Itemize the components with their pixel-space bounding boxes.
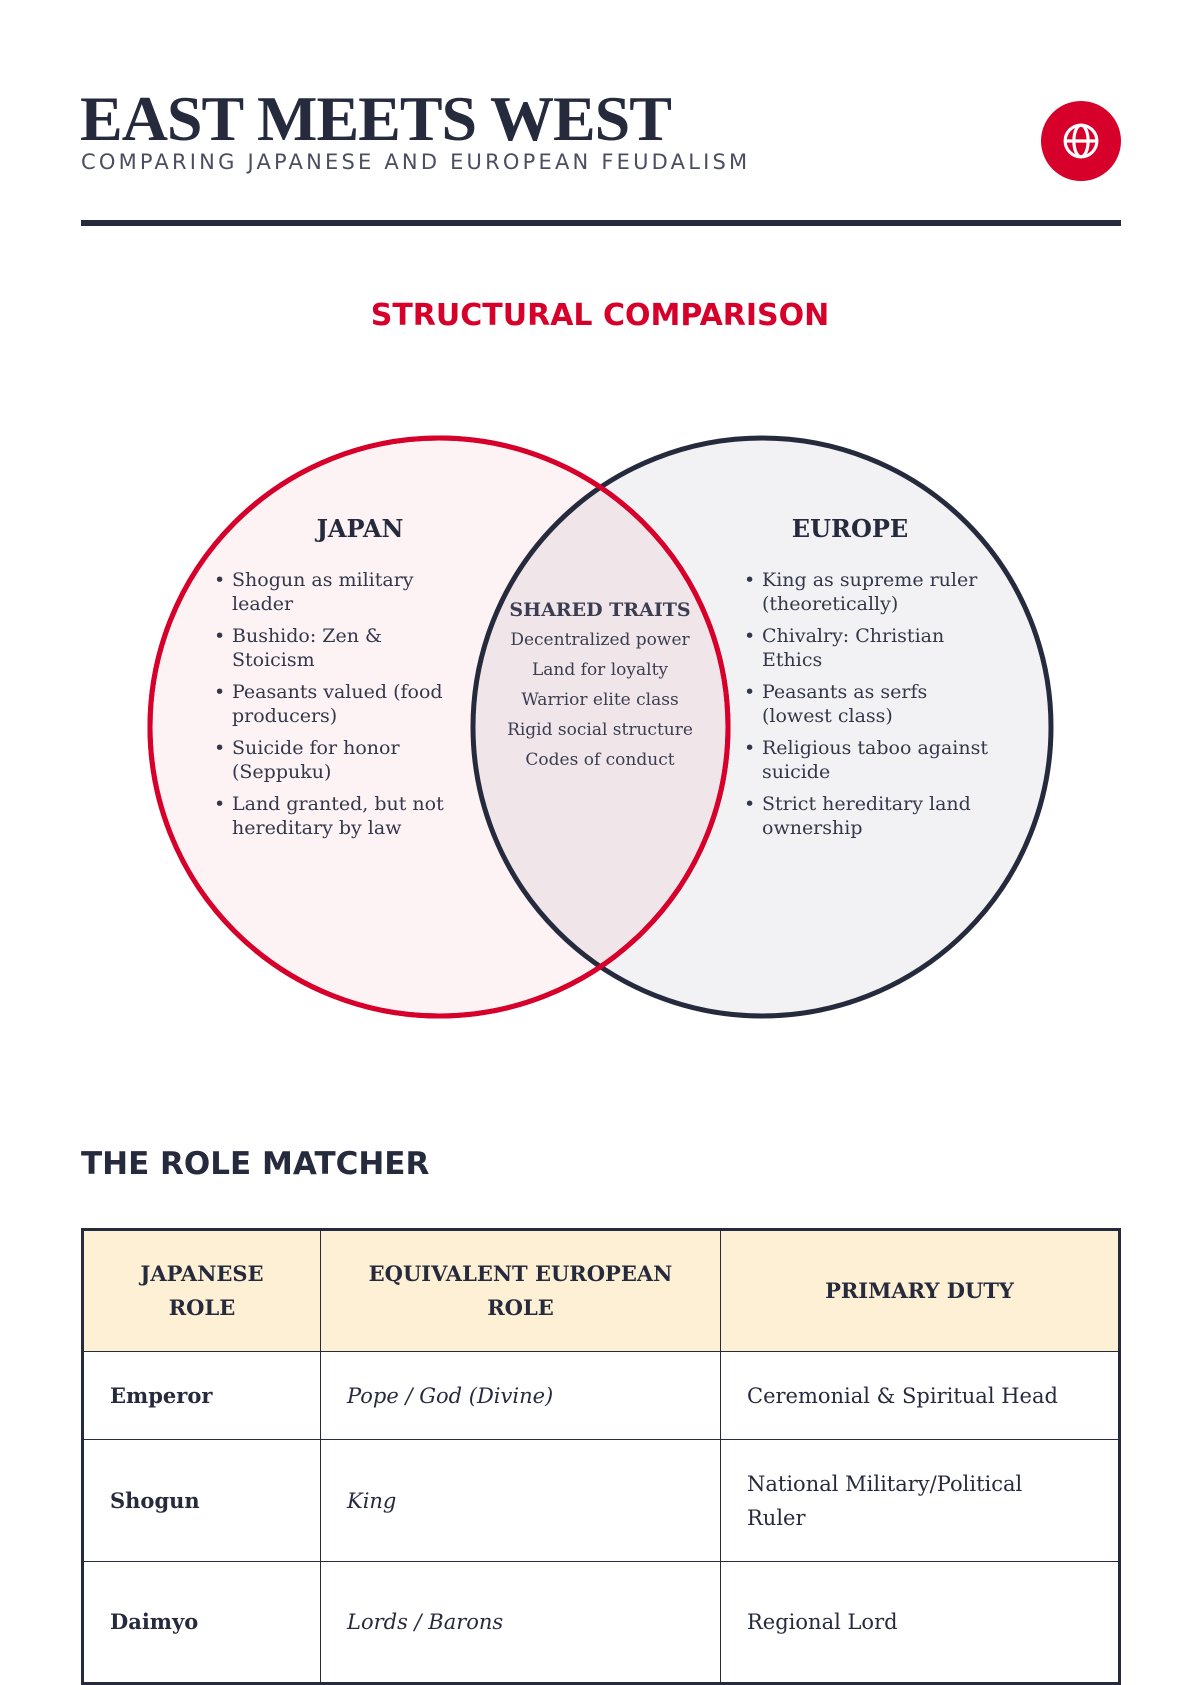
role-matcher-title: THE ROLE MATCHER [81, 1146, 430, 1182]
shared-traits: SHARED TRAITS Decentralized power Land f… [500, 598, 700, 780]
japan-item: Suicide for honor (Seppuku) [212, 736, 470, 784]
shared-item: Warrior elite class [521, 690, 679, 710]
globe-badge [1041, 101, 1121, 181]
column-header: EQUIVALENT EUROPEAN ROLE [320, 1229, 721, 1352]
europe-item: Strict hereditary land ownership [742, 792, 994, 840]
japanese-role: Daimyo [82, 1561, 321, 1684]
japanese-role: Emperor [82, 1351, 321, 1440]
europe-item: Peasants as serfs (lowest class) [742, 680, 994, 728]
section-title: STRUCTURAL COMPARISON [370, 298, 830, 333]
table-row: Emperor Pope / God (Divine) Ceremonial &… [82, 1351, 1120, 1440]
globe-icon [1063, 123, 1099, 159]
japan-circle-outline [147, 435, 731, 1019]
europe-item: King as supreme ruler (theoretically) [742, 568, 994, 616]
european-role: Pope / God (Divine) [320, 1351, 721, 1440]
european-role: King [320, 1439, 721, 1562]
japan-item: Land granted, but not hereditary by law [212, 792, 470, 840]
japan-item: Shogun as military leader [212, 568, 470, 616]
europe-item: Chivalry: Christian Ethics [742, 624, 994, 672]
role-table: JAPANESE ROLE EQUIVALENT EUROPEAN ROLE P… [81, 1228, 1121, 1685]
europe-title: EUROPE [791, 514, 909, 543]
table-row: Daimyo Lords / Barons Regional Lord [82, 1561, 1120, 1684]
table-row: Shogun King National Military/Political … [82, 1439, 1120, 1562]
japanese-role: Shogun [82, 1439, 321, 1562]
table-header-row: JAPANESE ROLE EQUIVALENT EUROPEAN ROLE P… [82, 1229, 1120, 1352]
venn-diagram [147, 435, 1054, 1019]
primary-duty: Ceremonial & Spiritual Head [720, 1351, 1120, 1440]
primary-duty: National Military/Political Ruler [720, 1439, 1120, 1562]
header-divider [81, 220, 1121, 226]
primary-duty: Regional Lord [720, 1561, 1120, 1684]
japan-item: Bushido: Zen & Stoicism [212, 624, 470, 672]
column-header: JAPANESE ROLE [82, 1229, 321, 1352]
page-subtitle: COMPARING JAPANESE AND EUROPEAN FEUDALIS… [81, 150, 751, 174]
japan-title: JAPAN [316, 514, 404, 543]
japan-item: Peasants valued (food producers) [212, 680, 470, 728]
column-header: PRIMARY DUTY [720, 1229, 1120, 1352]
europe-item: Religious taboo against suicide [742, 736, 994, 784]
page-title: EAST MEETS WEST [80, 83, 672, 154]
shared-item: Rigid social structure [507, 720, 693, 740]
japan-list: Shogun as military leader Bushido: Zen &… [212, 568, 470, 848]
shared-item: Land for loyalty [532, 660, 668, 680]
shared-title: SHARED TRAITS [509, 599, 691, 621]
europe-list: King as supreme ruler (theoretically) Ch… [742, 568, 994, 848]
shared-item: Codes of conduct [525, 750, 675, 770]
shared-item: Decentralized power [510, 630, 690, 650]
european-role: Lords / Barons [320, 1561, 721, 1684]
